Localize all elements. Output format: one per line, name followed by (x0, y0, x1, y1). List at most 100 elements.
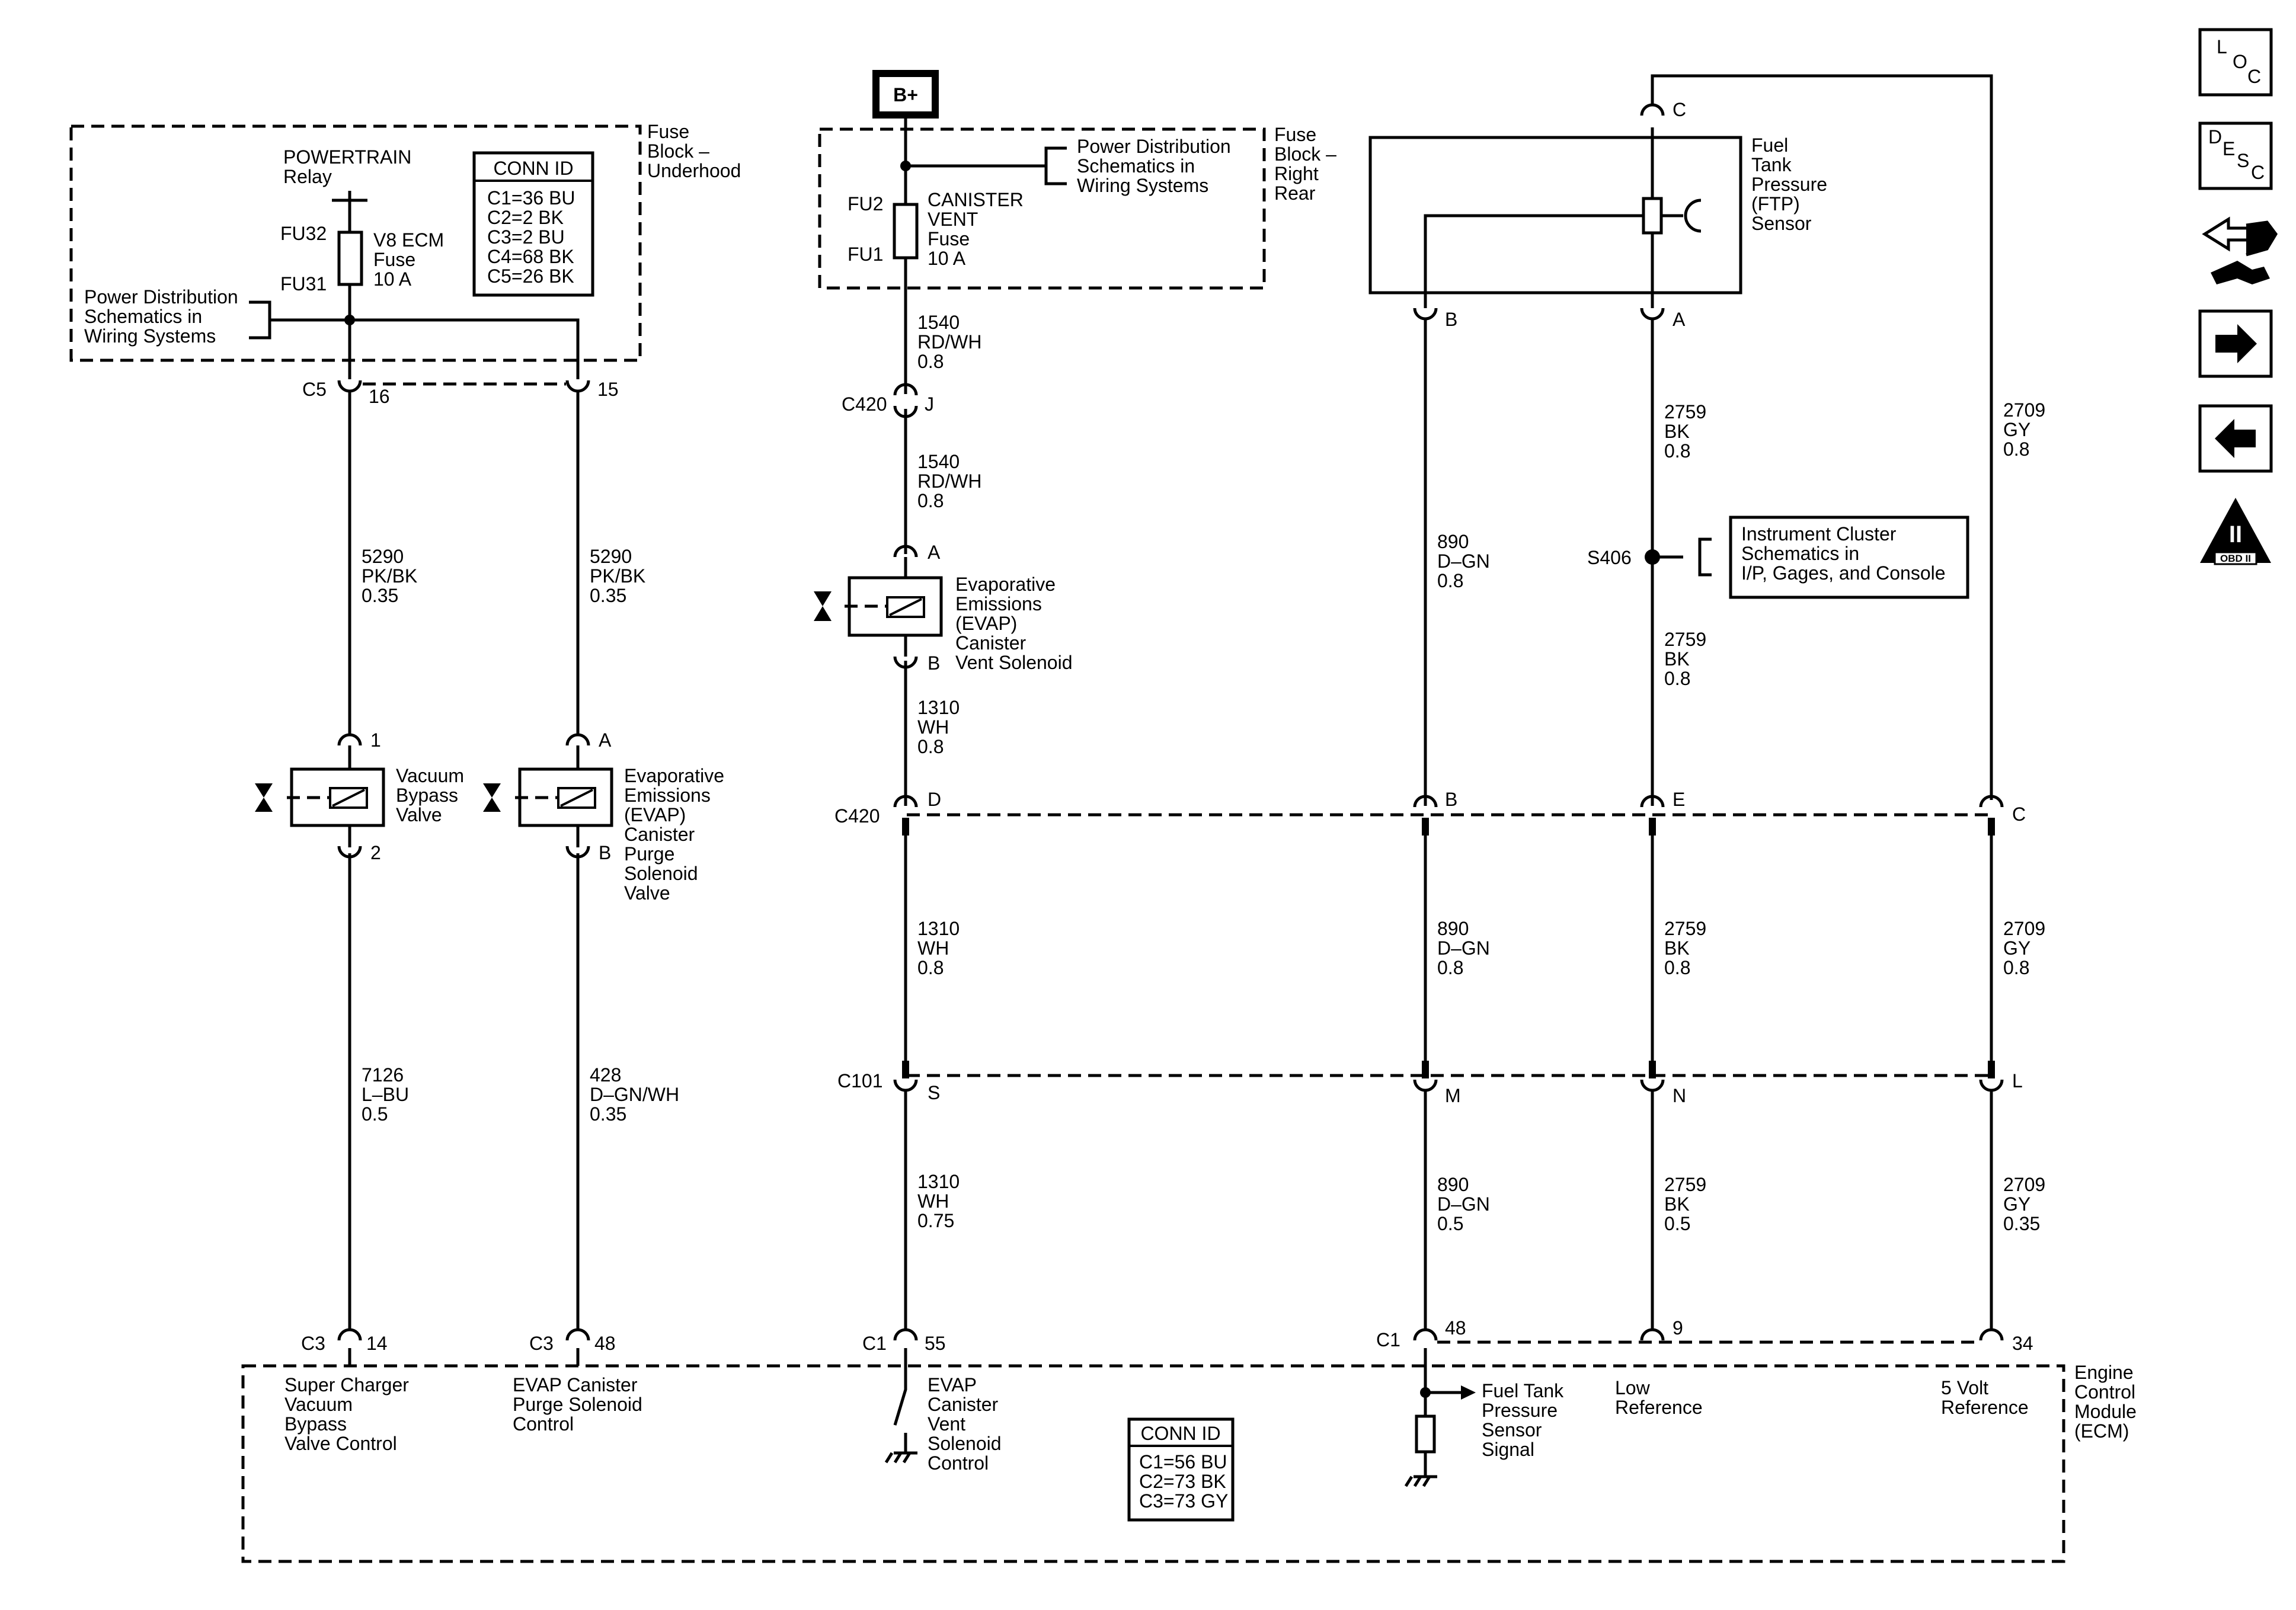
conn-id-title-ecm: CONN ID (1140, 1423, 1220, 1444)
loc-button[interactable]: L O C (2198, 28, 2273, 97)
pin-label: 34 (2012, 1333, 2033, 1354)
connector-pin (565, 1328, 590, 1341)
connector-pin (893, 1079, 918, 1092)
pin-label: 15 (597, 379, 619, 400)
connector-c5-label: C5 (302, 379, 327, 400)
pin-label: 14 (366, 1333, 388, 1354)
connector-pin (893, 383, 918, 396)
connector-c5-pin (337, 380, 362, 393)
connector-pin (1413, 1079, 1438, 1092)
connector-c1-label: C1 (862, 1333, 887, 1354)
conn-id-box-ecm (1127, 1417, 1235, 1522)
connector-pin (1413, 1328, 1438, 1341)
fu31-label: FU31 (280, 273, 327, 295)
instrument-cluster-ref-box (1729, 516, 1969, 599)
ftp-sensor-element (1642, 197, 1663, 235)
pin-label: J (925, 393, 934, 415)
valve-icon (483, 783, 501, 812)
pin-label: M (1445, 1085, 1461, 1106)
svg-text:O: O (2233, 51, 2247, 72)
fu2-label: FU2 (848, 193, 883, 215)
conn-id-item: C3=73 GY (1139, 1490, 1228, 1512)
pin-label: B (928, 652, 940, 674)
pin-label: D (928, 789, 941, 810)
conn-id-item: C4=68 BK (487, 246, 574, 267)
connector-c1-label: C1 (1376, 1329, 1400, 1350)
next-button[interactable] (2198, 309, 2273, 378)
connector-pin (1640, 795, 1665, 808)
connector-pin (337, 733, 362, 746)
fu1-label: FU1 (848, 244, 883, 265)
previous-button[interactable] (2198, 404, 2273, 473)
connector-pin (1413, 308, 1438, 321)
fuse-block-underhood-border (69, 124, 642, 362)
desc-icon[interactable] (2198, 121, 2273, 190)
conn-id-item: C2=2 BK (487, 207, 564, 228)
valve-icon (814, 591, 832, 621)
conn-id-item: C2=73 BK (1139, 1471, 1226, 1492)
pin-label: 55 (925, 1333, 946, 1354)
fu32-label: FU32 (280, 223, 327, 244)
ground-icon (884, 1451, 917, 1464)
obd-ii-button[interactable]: OBD II II (2200, 498, 2271, 565)
wrench-icon (2211, 261, 2270, 284)
component-views-button[interactable] (2202, 216, 2278, 284)
splice-label: S406 (1587, 547, 1632, 568)
connector-c420-label: C420 (834, 805, 880, 827)
ecm-ftp-signal-label: Fuel Tank Pressure Sensor Signal (1482, 1380, 1569, 1460)
connector-plug-icon (2246, 220, 2278, 257)
ftp-sensor-box (1368, 136, 1742, 295)
pin-label: B (1445, 309, 1457, 330)
power-distribution-bracket-right (906, 146, 1067, 185)
double-arrow-icon[interactable] (2202, 216, 2254, 252)
connector-pin (565, 733, 590, 746)
obd-ii-icon[interactable] (2200, 498, 2271, 563)
connector-pin (1413, 795, 1438, 808)
junction-dot (344, 315, 355, 325)
connector-pin (1640, 1328, 1665, 1341)
power-distribution-ref-left: Power Distribution Schematics in Wiring … (84, 286, 244, 347)
desc-button[interactable]: D E S C (2198, 121, 2273, 190)
pin-label: C (1673, 99, 1686, 120)
pin-label: L (2012, 1070, 2023, 1092)
battery-positive-label: B+ (893, 84, 918, 105)
svg-text:L: L (2217, 36, 2227, 57)
conn-id-title-underhood: CONN ID (493, 158, 573, 179)
connector-pin (893, 545, 918, 558)
ftp-sensor-label: Fuel Tank Pressure (FTP) Sensor (1751, 135, 1833, 234)
arrow-right-icon (1461, 1385, 1476, 1400)
arrow-left-icon (2215, 419, 2256, 458)
conn-id-item: C5=26 BK (487, 265, 574, 287)
svg-text:C: C (2251, 162, 2265, 183)
pin-label: 48 (1445, 1317, 1466, 1339)
vacuum-bypass-valve-label: Vacuum Bypass Valve (396, 765, 469, 825)
connector-pin (893, 1328, 918, 1341)
connector-pin (1979, 795, 2004, 808)
connector-c420-label: C420 (842, 393, 887, 415)
pin-label: 2 (370, 842, 381, 863)
evap-vent-solenoid-label: Evaporative Emissions (EVAP) Canister Ve… (955, 574, 1073, 673)
svg-text:S: S (2237, 150, 2249, 171)
svg-text:D: D (2208, 126, 2222, 148)
connector-c101-label: C101 (837, 1070, 883, 1092)
conn-id-box-underhood (472, 151, 594, 297)
loc-icon[interactable] (2198, 28, 2273, 97)
ftp-sensor-arrow (1661, 199, 1702, 233)
pin-label: B (599, 842, 611, 863)
connector-pin (893, 795, 918, 808)
svg-text:OBD II: OBD II (2220, 553, 2251, 564)
pin-label: E (1673, 789, 1685, 810)
pin-label: C (2012, 804, 2026, 825)
ground-icon (1404, 1475, 1437, 1487)
ecm-title: Engine Control Module (ECM) (2074, 1362, 2142, 1442)
